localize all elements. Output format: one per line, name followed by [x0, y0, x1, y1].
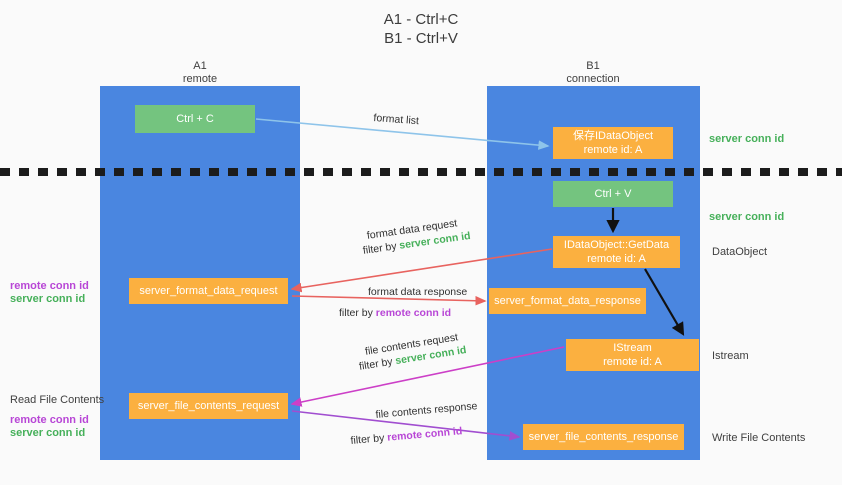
edge-label-format-data-response-filter: filter by remote conn id — [339, 306, 451, 320]
label-format-server-conn-id: server conn id — [10, 293, 86, 305]
page-title: A1 - Ctrl+C B1 - Ctrl+V — [0, 10, 842, 48]
filter-prefix-1: filter by — [362, 239, 401, 257]
column-header-a1: A1 remote — [120, 60, 280, 86]
label-format-remote-conn-id: remote conn id — [10, 280, 89, 292]
node-server-format-data-request-label: server_format_data_request — [139, 285, 278, 297]
node-server-file-contents-request[interactable]: server_file_contents_request — [129, 393, 288, 419]
column-b1-name: B1 — [586, 60, 600, 72]
node-ctrl-c-line1: Ctrl + C — [176, 113, 214, 125]
edge-label-format-data-response: format data response — [368, 286, 468, 298]
node-server-file-contents-response-label: server_file_contents_response — [528, 431, 679, 443]
node-istream[interactable]: IStream remote id: A — [566, 339, 699, 371]
label-right-write-file-contents: Write File Contents — [712, 432, 806, 444]
filter-prefix-2: filter by — [339, 307, 376, 319]
column-a1-subtitle: remote — [182, 73, 218, 85]
filter-value-4: remote conn id — [386, 425, 463, 444]
node-ctrl-v[interactable]: Ctrl + V — [553, 181, 673, 207]
node-getdata-line2: remote id: A — [587, 253, 646, 265]
filter-prefix-3: filter by — [358, 355, 397, 373]
node-save-idataobject[interactable]: 保存IDataObject remote id: A — [553, 127, 673, 159]
node-istream-line1: IStream — [613, 342, 652, 354]
node-server-file-contents-request-label: server_file_contents_request — [137, 400, 280, 412]
label-read-file-contents: Read File Contents — [10, 394, 105, 406]
node-server-file-contents-response[interactable]: server_file_contents_response — [523, 424, 684, 450]
node-save-idataobject-line1: 保存IDataObject — [572, 130, 654, 142]
node-save-idataobject-line2: remote id: A — [583, 144, 643, 156]
node-server-format-data-request[interactable]: server_format_data_request — [129, 278, 288, 304]
label-right-dataobject: DataObject — [712, 246, 768, 258]
title-line-2: B1 - Ctrl+V — [384, 30, 458, 47]
edge-label-file-contents-response: file contents response — [375, 400, 478, 421]
label-right-server-conn-id-top: server conn id — [709, 133, 785, 145]
title-line-1: A1 - Ctrl+C — [383, 11, 459, 28]
node-server-format-data-response-label: server_format_data_response — [494, 295, 641, 307]
edge-label-file-contents-response-filter: filter by remote conn id — [350, 424, 463, 448]
node-idataobject-getdata[interactable]: IDataObject::GetData remote id: A — [553, 236, 680, 268]
node-ctrl-v-line1: Ctrl + V — [594, 188, 632, 200]
label-right-istream: Istream — [712, 350, 749, 362]
filter-prefix-4: filter by — [350, 431, 388, 447]
node-getdata-line1: IDataObject::GetData — [563, 239, 670, 251]
node-istream-line2: remote id: A — [603, 356, 662, 368]
node-ctrl-c[interactable]: Ctrl + C — [135, 105, 255, 133]
label-file-server-conn-id: server conn id — [10, 427, 86, 439]
node-server-format-data-response[interactable]: server_format_data_response — [489, 288, 646, 314]
column-b1-subtitle: connection — [566, 73, 620, 85]
label-file-remote-conn-id: remote conn id — [10, 414, 89, 426]
filter-value-2: remote conn id — [375, 307, 452, 319]
column-header-b1: B1 connection — [513, 60, 673, 86]
dashed-separator — [0, 168, 842, 176]
column-a1-name: A1 — [193, 60, 207, 72]
edge-label-format-list: format list — [373, 111, 420, 128]
label-right-server-conn-id-mid: server conn id — [709, 211, 785, 223]
